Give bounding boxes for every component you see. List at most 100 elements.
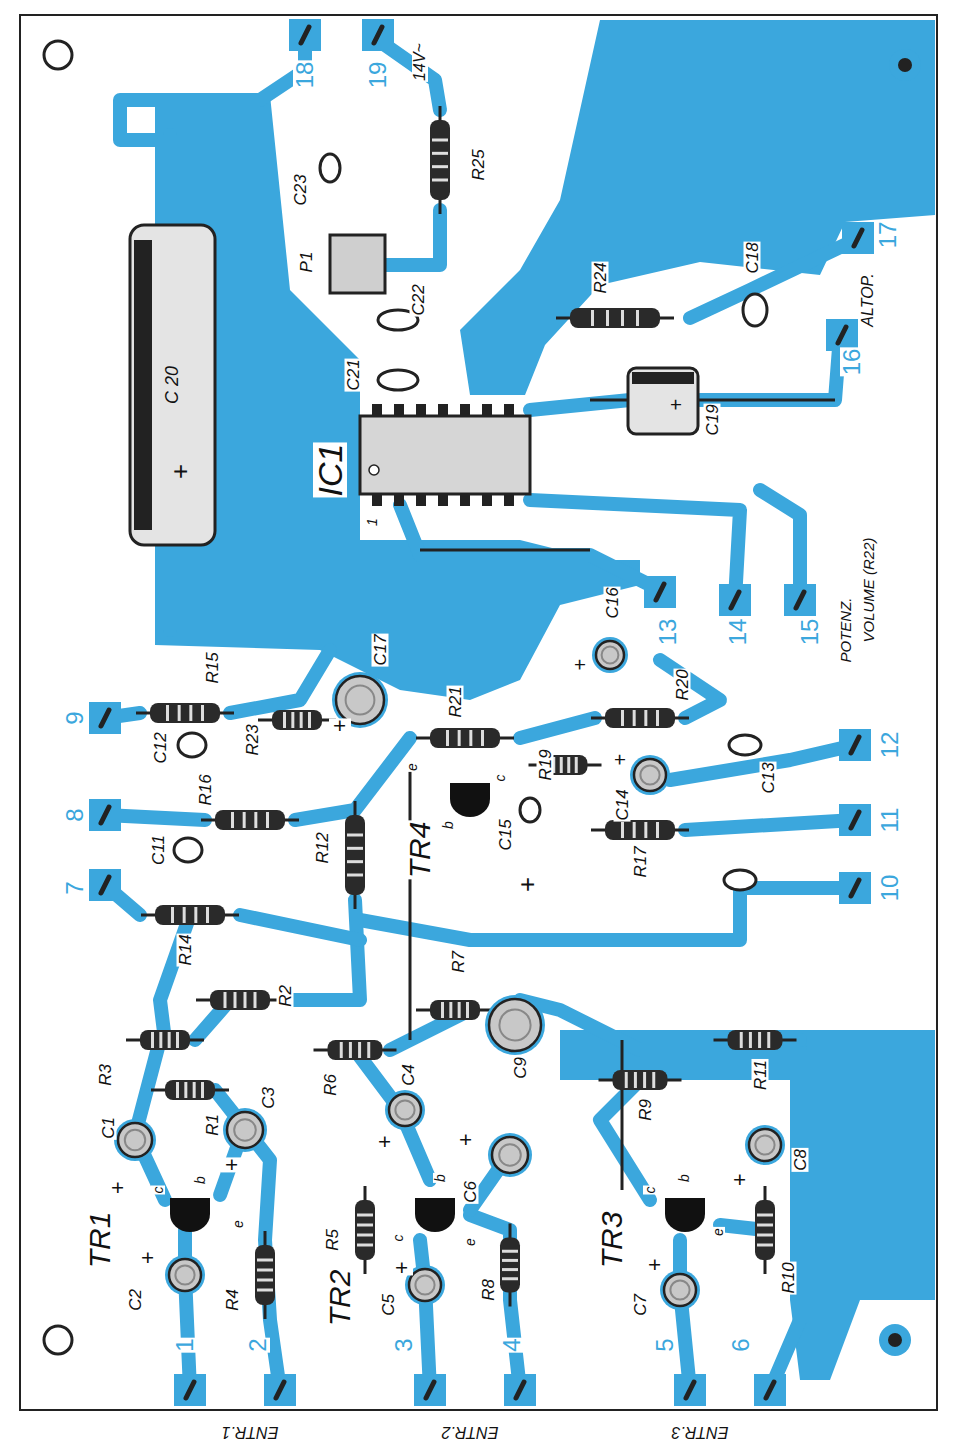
pcb-shape — [690, 240, 855, 318]
component-label: R20 — [674, 668, 691, 701]
pcb-shape — [151, 1032, 154, 1048]
pcb-shape — [346, 686, 375, 715]
pcb-shape — [680, 1240, 690, 1390]
pcb-shape — [409, 1269, 441, 1301]
pcb-shape — [839, 804, 871, 836]
component-label: c — [151, 1186, 165, 1195]
pcb-shape — [101, 807, 109, 823]
component-label: + — [374, 1135, 396, 1150]
pad-number: 1 — [173, 1337, 197, 1352]
pcb-shape — [163, 135, 177, 225]
pcb-shape — [450, 783, 490, 817]
pcb-shape — [320, 154, 340, 182]
pcb-shape — [257, 1259, 273, 1262]
pcb-shape — [502, 1268, 518, 1271]
component-label: c — [391, 1234, 405, 1243]
component-label: C5 — [380, 1293, 397, 1317]
pcb-shape — [130, 225, 215, 545]
pcb-shape — [349, 1042, 352, 1058]
pcb-shape — [520, 798, 540, 822]
component-label: b — [677, 1173, 691, 1183]
component-label: e — [231, 1219, 245, 1229]
pcb-shape — [308, 712, 311, 728]
component-label: R4 — [224, 1288, 241, 1312]
component-label: e — [463, 1237, 477, 1247]
pcb-shape — [674, 1374, 706, 1406]
pcb-shape — [656, 584, 664, 600]
pcb-shape — [155, 905, 225, 925]
component-label: + — [107, 1181, 129, 1196]
pcb-shape — [243, 812, 246, 828]
pad-number: 2 — [246, 1337, 270, 1352]
pad-number: 3 — [392, 1337, 416, 1352]
pcb-shape — [430, 728, 500, 748]
pcb-shape — [826, 319, 858, 351]
component-label: 14V~ — [412, 42, 428, 82]
component-label: + — [455, 1133, 477, 1148]
pcb-shape — [210, 990, 270, 1010]
component-label: ALTOP. — [860, 272, 876, 327]
pcb-shape — [166, 705, 169, 721]
pcb-shape — [670, 1280, 689, 1299]
pcb-shape — [426, 1382, 434, 1398]
pcb-shape — [520, 718, 595, 738]
pcb-shape — [283, 712, 286, 728]
component-label: b — [193, 1175, 207, 1185]
pcb-shape — [257, 1289, 273, 1292]
component-label: R15 — [204, 651, 221, 684]
pcb-shape — [460, 20, 935, 395]
pcb-shape — [560, 1030, 935, 1380]
pcb-shape — [272, 710, 322, 730]
pcb-shape — [888, 1333, 902, 1347]
component-label: R14 — [177, 933, 194, 966]
pcb-shape — [784, 584, 816, 616]
pcb-shape — [749, 1129, 781, 1161]
pcb-shape — [415, 1198, 455, 1232]
pcb-shape — [621, 1040, 624, 1190]
component-label: ENTR.1 — [221, 1424, 280, 1440]
pcb-shape — [347, 874, 363, 877]
component-label: + — [137, 1251, 159, 1266]
pcb-shape — [240, 915, 360, 940]
component-label: R6 — [322, 1073, 339, 1097]
pcb-shape — [432, 179, 448, 182]
pcb-shape — [758, 1032, 761, 1048]
component-label: R17 — [632, 845, 649, 878]
pad-number: 13 — [656, 618, 680, 647]
pcb-shape — [489, 999, 541, 1051]
component-label: C14 — [614, 788, 631, 821]
component-label: ENTR.2 — [441, 1424, 500, 1440]
pcb-shape — [367, 1042, 370, 1058]
component-label: R8 — [480, 1278, 497, 1302]
pcb-shape — [254, 992, 257, 1008]
pcb-shape — [347, 834, 363, 837]
pcb-shape — [499, 1009, 530, 1040]
pcb-shape — [740, 1032, 743, 1048]
component-label: C21 — [345, 358, 362, 391]
component-label: R23 — [244, 723, 261, 756]
pcb-shape — [168, 1032, 171, 1048]
pcb-shape — [159, 1032, 162, 1048]
pcb-shape — [640, 765, 659, 784]
pcb-shape — [174, 1374, 206, 1406]
pcb-shape — [170, 1198, 210, 1232]
pcb-shape — [89, 799, 121, 831]
pcb-shape — [347, 847, 363, 850]
pcb-shape — [466, 1002, 469, 1018]
pcb-shape — [276, 1382, 284, 1398]
pcb-shape — [345, 815, 365, 895]
pcb-shape — [114, 1119, 156, 1161]
component-label: R1 — [204, 1113, 221, 1137]
component-label: TR2 — [325, 1269, 355, 1328]
pcb-shape — [118, 1123, 152, 1157]
pcb-shape — [592, 637, 628, 673]
pcb-shape — [206, 907, 209, 923]
pcb-shape — [140, 1030, 190, 1050]
pcb-shape — [415, 1275, 434, 1294]
component-label: + — [329, 719, 351, 734]
copper-traces — [105, 40, 855, 1390]
pcb-shape — [150, 703, 220, 723]
component-label: R25 — [470, 148, 487, 181]
pcb-shape — [632, 372, 694, 384]
